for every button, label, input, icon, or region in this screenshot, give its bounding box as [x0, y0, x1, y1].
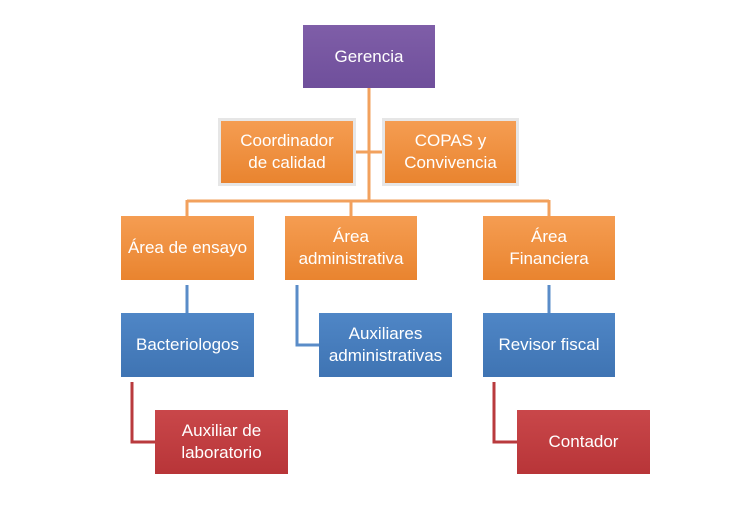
node-auxiliares-administrativas: Auxiliares administrativas	[319, 313, 452, 377]
node-contador: Contador	[517, 410, 650, 474]
node-bacteriologos: Bacteriologos	[121, 313, 254, 377]
connector-auxiliares	[295, 285, 319, 347]
node-auxiliar-laboratorio: Auxiliar de laboratorio	[155, 410, 288, 474]
node-area-financiera: Área Financiera	[483, 216, 615, 280]
connector-lines	[130, 88, 551, 444]
node-gerencia: Gerencia	[303, 25, 435, 88]
node-revisor-fiscal: Revisor fiscal	[483, 313, 615, 377]
connector-contador	[492, 382, 517, 444]
node-coordinador-calidad: Coordinador de calidad	[218, 118, 356, 186]
node-copas-convivencia: COPAS y Convivencia	[382, 118, 519, 186]
node-area-ensayo: Área de ensayo	[121, 216, 254, 280]
node-area-administrativa: Área administrativa	[285, 216, 417, 280]
connector-auxiliar-lab	[130, 382, 155, 444]
